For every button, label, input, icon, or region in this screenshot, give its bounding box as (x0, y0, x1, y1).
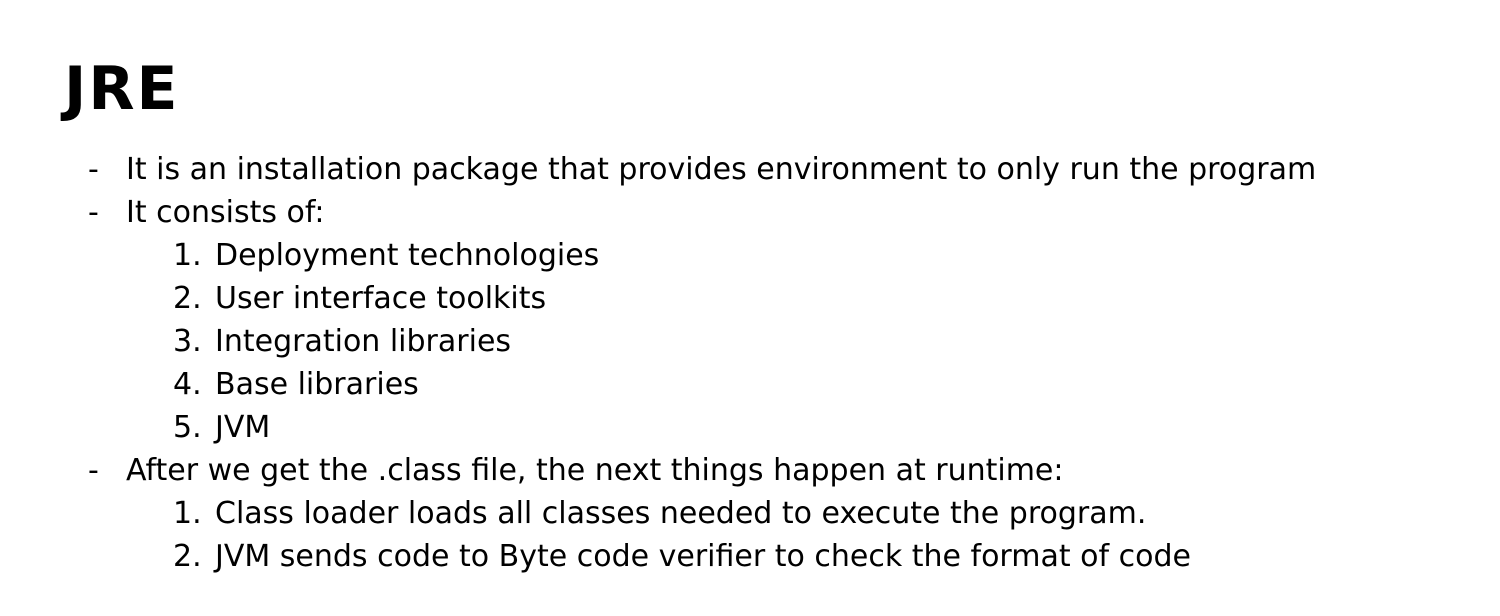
dash-bullet: - (88, 453, 99, 488)
bullet-text: After we get the .class file, the next t… (126, 453, 1064, 488)
item-text: JVM sends code to Byte code verifier to … (215, 539, 1191, 574)
item-number: 1. (173, 496, 202, 531)
numbered-item-4: 4. Base libraries (173, 363, 1500, 406)
dash-bullet: - (88, 195, 99, 230)
bullet-text: It is an installation package that provi… (126, 152, 1317, 187)
dash-bullet: - (88, 152, 99, 187)
numbered-item-3: 3. Integration libraries (173, 320, 1500, 363)
item-number: 2. (173, 539, 202, 574)
item-number: 1. (173, 238, 202, 273)
item-number: 4. (173, 367, 202, 402)
bullet-line-2: - It consists of: (88, 191, 1500, 234)
item-text: User interface toolkits (215, 281, 547, 316)
item-number: 2. (173, 281, 202, 316)
numbered-item-2: 2. User interface toolkits (173, 277, 1500, 320)
bullet-line-3: - After we get the .class file, the next… (88, 449, 1500, 492)
runtime-step-2: 2. JVM sends code to Byte code verifier … (173, 535, 1500, 578)
note-body: - It is an installation package that pro… (88, 148, 1500, 578)
item-text: Class loader loads all classes needed to… (215, 496, 1147, 531)
runtime-step-1: 1. Class loader loads all classes needed… (173, 492, 1500, 535)
item-number: 3. (173, 324, 202, 359)
bullet-text: It consists of: (126, 195, 325, 230)
note-title: JRE (64, 54, 180, 124)
item-text: Base libraries (215, 367, 419, 402)
numbered-item-1: 1. Deployment technologies (173, 234, 1500, 277)
item-text: Integration libraries (215, 324, 512, 359)
bullet-line-1: - It is an installation package that pro… (88, 148, 1500, 191)
item-text: Deployment technologies (215, 238, 600, 273)
note: JRE - It is an installation package that… (64, 54, 1500, 578)
item-text: JVM (215, 410, 271, 445)
item-number: 5. (173, 410, 202, 445)
numbered-item-5: 5. JVM (173, 406, 1500, 449)
